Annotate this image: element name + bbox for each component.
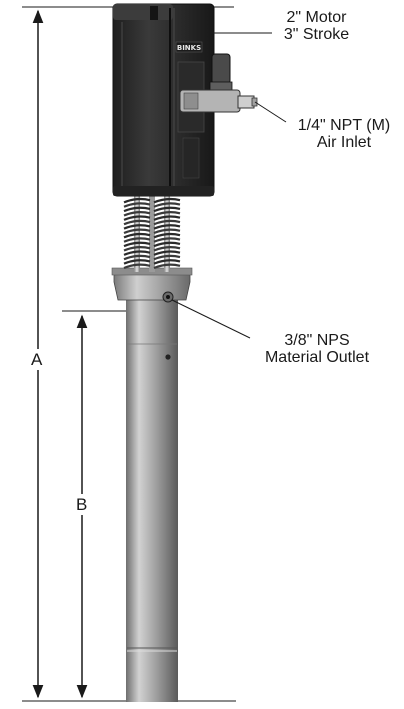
spring-coil	[153, 211, 181, 217]
spring-coil	[123, 224, 151, 230]
spring-coil	[153, 237, 181, 243]
spring-coil	[123, 263, 151, 270]
spring-right	[153, 197, 181, 270]
spring-coil	[123, 241, 151, 248]
spring-coil	[123, 250, 151, 256]
spring-coil	[123, 202, 151, 208]
air-inlet-text: Air Inlet	[316, 134, 372, 151]
spring-coil	[153, 206, 181, 213]
brand-label: BINKS	[177, 44, 201, 52]
spring-left	[123, 197, 151, 270]
spring-coil	[153, 259, 181, 265]
spring-coil	[153, 224, 181, 230]
spring-coil	[123, 237, 151, 243]
spring-coil	[123, 197, 151, 204]
regulator-cap	[211, 53, 231, 85]
spring-coil	[153, 215, 181, 221]
spring-coil	[123, 228, 151, 235]
spring-coil	[153, 228, 181, 235]
spring-coil	[123, 254, 151, 261]
outlet-leader-line	[171, 299, 251, 339]
air-inlet-label: 1/4" NPT (M) Air Inlet	[288, 117, 400, 151]
spring-coil	[123, 211, 151, 217]
spring-coil	[153, 197, 181, 204]
outlet-size-text: 3/8" NPS	[284, 332, 350, 349]
spring-coil	[123, 232, 151, 239]
spring-coil	[153, 241, 181, 248]
stroke-text: 3" Stroke	[283, 26, 350, 43]
tube-port	[165, 354, 171, 360]
spring-coil	[153, 263, 181, 270]
spring-coil	[153, 254, 181, 261]
tie-rod-left	[134, 194, 140, 272]
tie-rod-right	[164, 194, 170, 272]
outlet-text: Material Outlet	[264, 349, 370, 366]
spring-coil	[123, 219, 151, 226]
motor-size-text: 2" Motor	[286, 9, 347, 26]
air-inlet-leader-line	[254, 101, 287, 123]
material-outlet-label: 3/8" NPS Material Outlet	[252, 332, 382, 366]
spring-coil	[123, 259, 151, 265]
motor-label: 2" Motor 3" Stroke	[264, 9, 369, 43]
pump-tube	[126, 296, 178, 702]
spring-coil	[153, 250, 181, 256]
spring-coil	[123, 206, 151, 213]
spring-coil	[153, 232, 181, 239]
dimension-b-label: B	[76, 494, 88, 515]
spring-coil	[153, 219, 181, 226]
spring-coil	[153, 202, 181, 208]
brand-plate	[175, 41, 203, 53]
dimension-a-label: A	[31, 349, 43, 370]
spring-coil	[153, 246, 181, 252]
spring-coil	[123, 246, 151, 252]
spring-coil	[123, 215, 151, 221]
air-inlet-size-text: 1/4" NPT (M)	[297, 117, 391, 134]
pump-collar	[113, 271, 191, 301]
